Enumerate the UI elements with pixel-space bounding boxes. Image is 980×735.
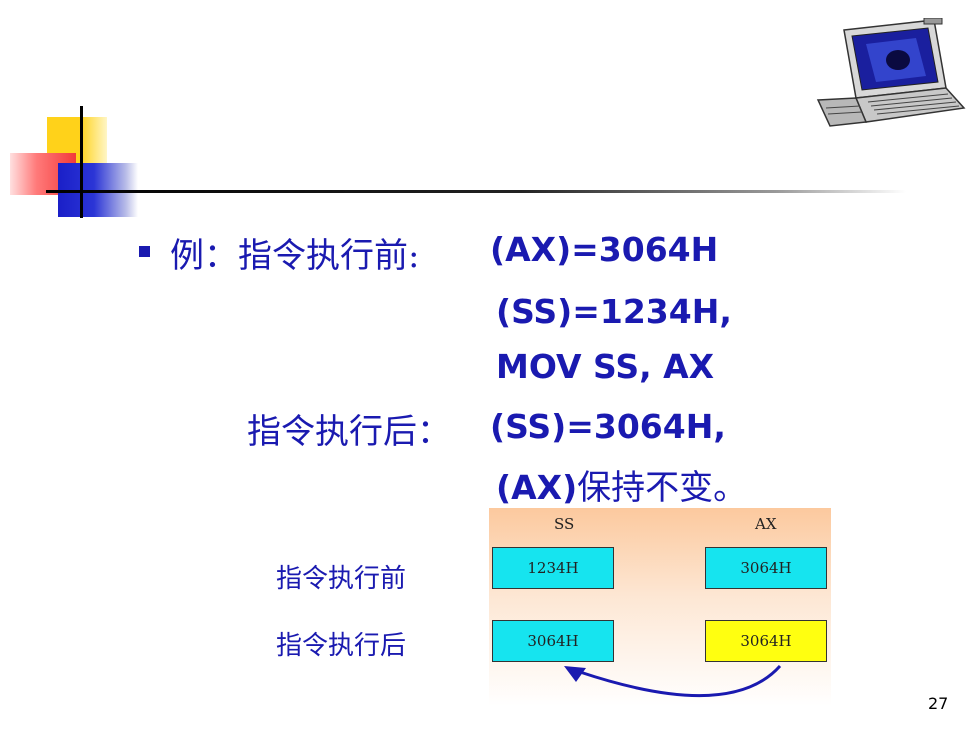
ss-register-before: 1234H [492, 547, 614, 589]
ss-register-after: 3064H [492, 620, 614, 662]
decor-vertical-line [80, 106, 83, 218]
after-label: 指令执行后： [247, 412, 451, 452]
title-rule-line [46, 190, 906, 193]
curved-arrow-icon [564, 664, 782, 698]
instruction-mov: MOV SS, AX [496, 347, 715, 386]
laptop-icon [816, 18, 966, 127]
ax-register-label: (AX) [496, 468, 578, 507]
ss-before-value: (SS)=1234H, [496, 292, 732, 331]
square-bullet-icon [139, 246, 150, 257]
row-before-label: 指令执行前 [276, 564, 407, 594]
ax-unchanged-line: (AX)保持不变。 [496, 460, 747, 509]
row-after-label: 指令执行后 [276, 631, 407, 661]
ax-before-value: (AX)=3064H [490, 230, 719, 269]
ss-column-header: SS [554, 515, 575, 533]
ss-after-value: (SS)=3064H, [490, 407, 726, 446]
ax-register-after: 3064H [705, 620, 827, 662]
unchanged-text: 保持不变。 [577, 468, 748, 508]
ax-register-before: 3064H [705, 547, 827, 589]
page-number: 27 [928, 694, 949, 713]
example-before-label: 例：指令执行前: [170, 236, 420, 276]
ax-column-header: AX [755, 515, 777, 533]
